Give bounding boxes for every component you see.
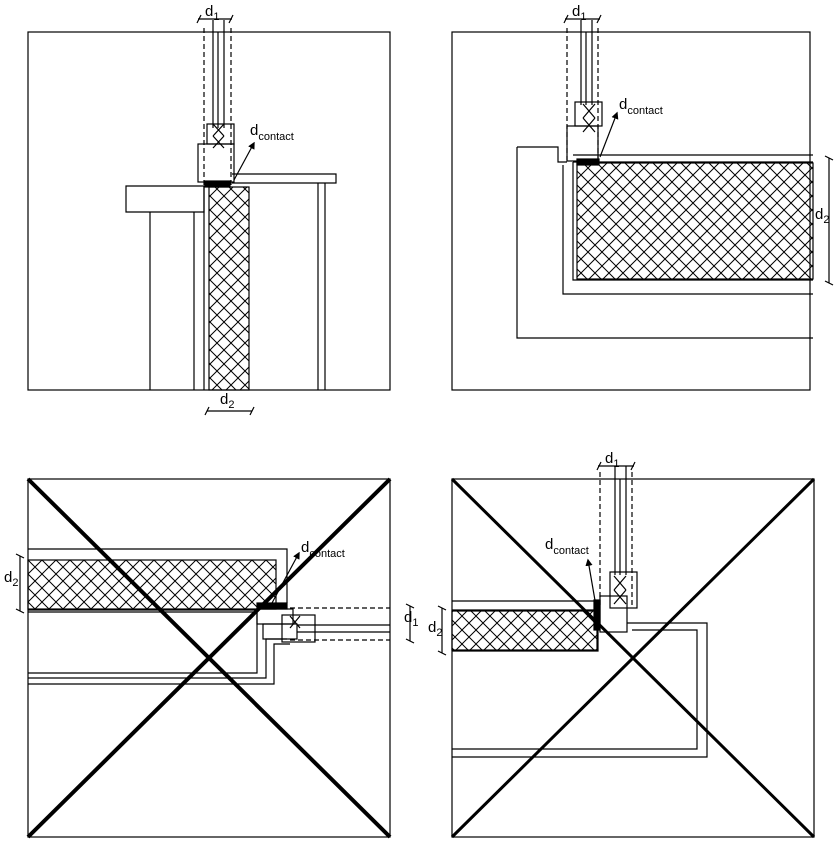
- cross-out-mark: [26, 477, 392, 839]
- d1-dimension: [596, 461, 636, 471]
- d1-dimension: [563, 14, 602, 24]
- dcontact-arrow: [271, 551, 300, 604]
- glass-pane: [566, 20, 599, 160]
- panel-bottom-left-labels: dcontact d2 d1: [4, 539, 418, 629]
- dcontact-label: dcontact: [250, 122, 294, 143]
- d2-dimension: [15, 553, 25, 614]
- d2-label: d2: [4, 569, 18, 589]
- panel-bottom-left: [15, 477, 415, 839]
- insulation-layer: [451, 610, 598, 651]
- dcontact-label: dcontact: [301, 539, 345, 560]
- dcontact-arrow: [599, 111, 619, 158]
- dcontact-arrow: [585, 558, 598, 613]
- cross-out-mark: [450, 477, 816, 839]
- panel-bottom-right: [437, 461, 816, 839]
- dcontact-label: dcontact: [619, 96, 663, 117]
- panel-top-right-labels: d1 dcontact d2: [572, 3, 829, 226]
- d1-dimension: [196, 14, 234, 24]
- d2-dimension: [204, 406, 255, 416]
- insulation-layer: [576, 162, 814, 280]
- panel-bottom-right-labels: d1 dcontact d2: [428, 450, 619, 639]
- glass-pane: [599, 466, 633, 605]
- panel-top-left-labels: d1 dcontact d2: [205, 3, 294, 411]
- window-profile: [256, 602, 390, 643]
- wall-section: [516, 146, 813, 339]
- d1-dimension: [405, 603, 415, 644]
- panel-top-right: [451, 14, 834, 391]
- d2-label: d2: [220, 391, 234, 411]
- d1-label: d1: [572, 3, 586, 23]
- d2-label: d2: [815, 206, 829, 226]
- d1-label: d1: [605, 450, 619, 470]
- insulation-layer: [208, 186, 250, 391]
- d1-label: d1: [205, 3, 219, 23]
- dcontact-arrow: [233, 141, 255, 181]
- d2-dimension: [824, 155, 834, 286]
- panel-frame: [451, 478, 815, 838]
- d2-dimension: [437, 605, 447, 656]
- sill: [125, 173, 337, 390]
- panel-top-left: [27, 14, 391, 416]
- d2-label: d2: [428, 619, 442, 639]
- d1-label: d1: [404, 609, 418, 629]
- panel-frame: [27, 478, 391, 838]
- glass-pane: [203, 20, 232, 186]
- dcontact-label: dcontact: [545, 536, 589, 557]
